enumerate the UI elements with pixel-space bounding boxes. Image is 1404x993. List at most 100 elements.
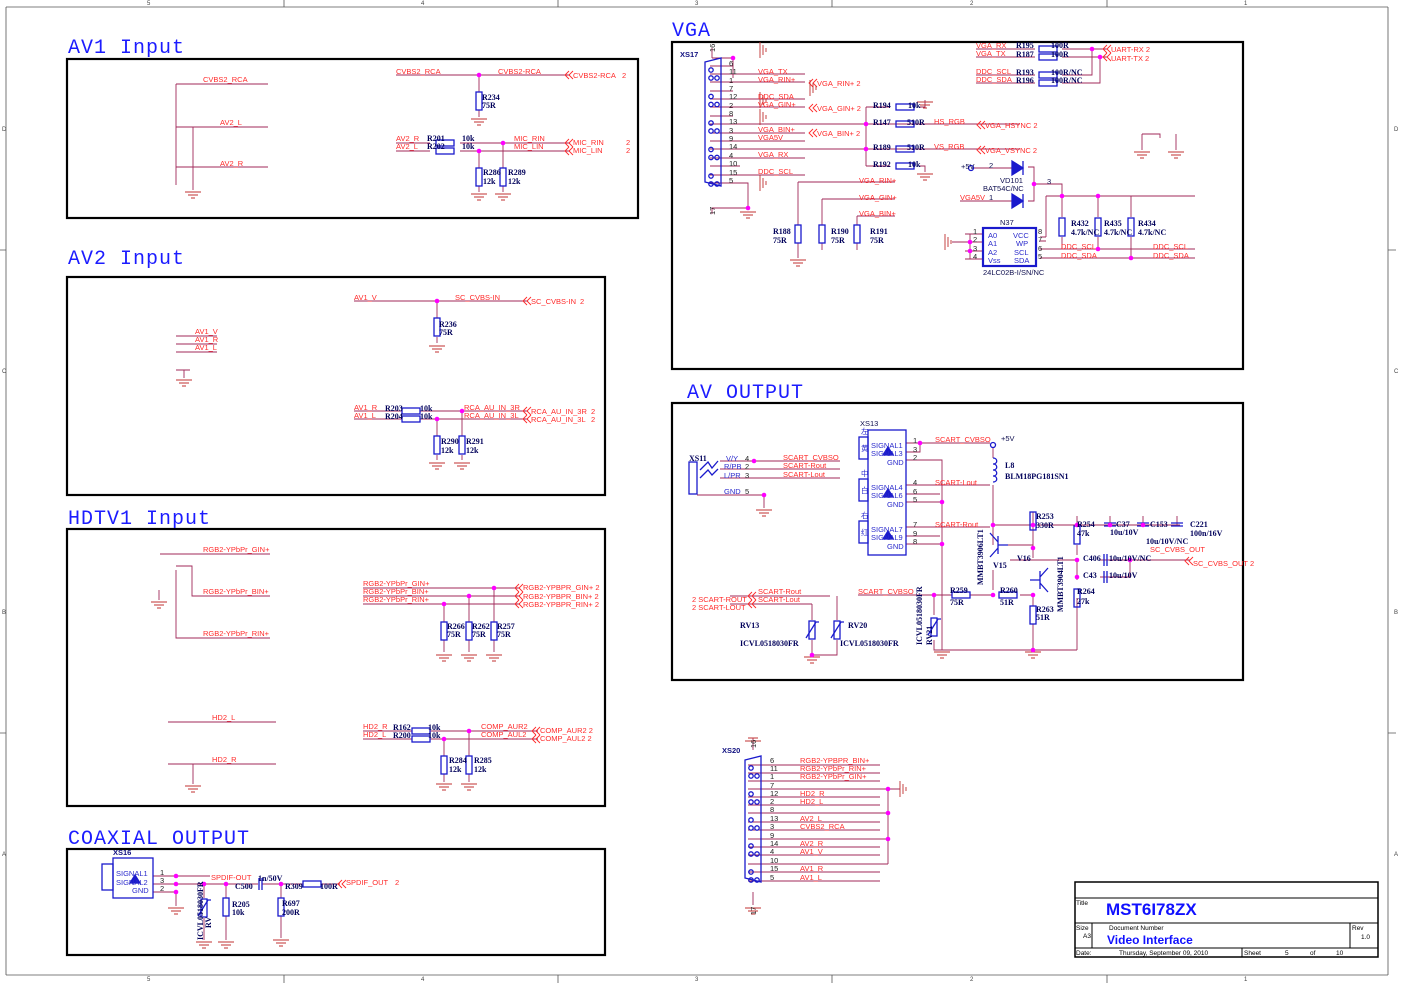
xs20-net-label: HD2_L [800, 797, 823, 806]
av1-net-label: 2 [626, 138, 630, 147]
title-block-size: A3 [1083, 933, 1091, 940]
hdtv-component-label: R200 [393, 731, 411, 740]
hdtv-component-label: 10k [428, 723, 441, 732]
vga-pin-number: 1 [973, 227, 977, 236]
row-letter: D [1394, 127, 1399, 133]
resistor-symbol [435, 147, 455, 155]
wire [363, 587, 520, 652]
vga-component-label: R196 [1016, 76, 1034, 85]
vga-pin-number: 4 [973, 252, 977, 261]
av1-component-label: R289 [508, 168, 526, 177]
resistor-symbol [401, 407, 421, 415]
vga-pin-number: 10 [729, 159, 737, 168]
avout-part-label: +5V [1001, 434, 1015, 443]
column-number: 1 [1244, 977, 1248, 983]
title-block-date-label: Date: [1076, 950, 1092, 957]
hdtv-component-label: R285 [474, 756, 492, 765]
xs20-part-label: XS20 [722, 746, 740, 755]
vga-component-label: 4.7k/NC [1138, 228, 1166, 237]
resistor-symbol [818, 224, 826, 244]
offpage-port-icon [514, 583, 524, 593]
vga-component-label: R434 [1138, 219, 1156, 228]
avout-part-label: L/PR [724, 471, 741, 480]
vga-part-label: A0 [988, 231, 997, 240]
xs20-pin-number: 13 [770, 814, 778, 823]
offpage-port-icon [747, 591, 757, 601]
coax-pin-number: 3 [160, 876, 164, 885]
offpage-port-icon [976, 145, 986, 155]
vga-net-label: VGA_VSYNC 2 [985, 146, 1037, 155]
chassis-ground-icon [944, 234, 952, 250]
av2-net-label: AV1_V [195, 327, 218, 336]
vga-net-label: UART-RX 2 [1111, 45, 1150, 54]
av2-component-label: R203 [385, 404, 403, 413]
hdtv-net-label: HD2_R [212, 755, 237, 764]
vga-part-label: XS17 [680, 50, 698, 59]
hdtv-component-label: 75R [472, 630, 486, 639]
avout-pin-number: 9 [913, 529, 917, 538]
vga-component-label: 10k [908, 101, 921, 110]
vga-pin-number: 1 [729, 76, 733, 85]
offpage-port-icon [514, 591, 524, 601]
vga-part-label: SDA [1014, 256, 1029, 265]
xs20-dsub-connector [744, 755, 762, 883]
title-block-size-label: Size [1076, 925, 1089, 932]
hdtv-component-label: 12k [474, 765, 487, 774]
avout-part-label: 黄 [861, 443, 869, 453]
avout-component-label: V15 [993, 561, 1007, 570]
chassis-ground-icon [759, 92, 767, 108]
avout-component-label: C221 [1190, 520, 1208, 529]
av1-net-label: CVBS2-RCA [498, 67, 541, 76]
xs20-pin-number: 9 [770, 831, 774, 840]
rca-jack-symbol [858, 436, 869, 460]
junction-dot [434, 298, 440, 304]
vga-net-label: DDC_SCL [1153, 242, 1188, 251]
xs20-pin-number: 8 [770, 805, 774, 814]
column-number: 2 [970, 977, 974, 983]
row-letter: B [2, 610, 6, 616]
hdtv-net-label: HD2_R [363, 722, 388, 731]
av1-component-label: R234 [482, 93, 500, 102]
avout-component-label: 10u/10V/NC [1146, 537, 1188, 546]
avout-component-label: 10u/10V [1110, 528, 1139, 537]
junction-dot [476, 148, 482, 154]
vga-pin-number: 7 [1038, 235, 1042, 244]
vga-net-label: VGA5V [758, 133, 783, 142]
avout-pin-number: 3 [913, 445, 917, 454]
vga-net-label: VGA_TX [758, 67, 788, 76]
chassis-ground-icon [899, 781, 907, 797]
rca-jack-symbol [858, 520, 869, 544]
junction-dot [885, 836, 891, 842]
xs20-pin-number: 6 [770, 756, 774, 765]
junction-dot [967, 248, 973, 254]
junction-dot [1095, 246, 1101, 252]
resistor-symbol [465, 621, 473, 641]
resistor-symbol [440, 621, 448, 641]
junction-dot [1074, 557, 1080, 563]
wire [797, 181, 895, 258]
ground-icon [486, 654, 502, 662]
resistor-symbol [433, 317, 441, 337]
vga-component-label: R435 [1104, 219, 1122, 228]
vga-component-label: R189 [873, 143, 891, 152]
ground-icon [1134, 151, 1150, 159]
varistor-symbol [197, 898, 211, 918]
vga-part-label: 3 [1047, 177, 1051, 186]
vga-net-label: VS_RGB [934, 142, 964, 151]
avout-net-label: SCART-Rout [935, 520, 979, 529]
hdtv-net-label: RGB2-YPbPr_GIN+ [363, 579, 430, 588]
xs20-pin-number: 2 [770, 797, 774, 806]
title-block-title: MST6I78ZX [1106, 900, 1197, 919]
avout-pin-number: 1 [913, 436, 917, 445]
junction-dot [441, 601, 447, 607]
hdtv-net-label: RGB2-YPBPR_RIN+ 2 [523, 600, 599, 609]
avout-component-label: 75R [950, 598, 964, 607]
title-block-rev-label: Rev [1352, 925, 1364, 932]
vga-pin-number: 2 [973, 235, 977, 244]
resistor-symbol [435, 139, 455, 147]
vga-component-label: R188 [773, 227, 791, 236]
junction-dot [1089, 46, 1095, 52]
ground-icon [471, 118, 487, 126]
resistor-symbol [475, 91, 483, 111]
xs20-pin-number: 3 [770, 822, 774, 831]
